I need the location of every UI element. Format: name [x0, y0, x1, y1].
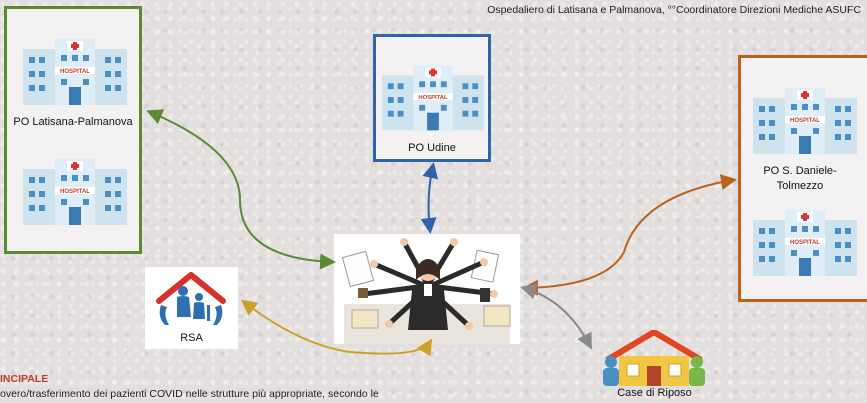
section-title: INCIPALE: [0, 373, 49, 385]
po-latisana-label: PO Latisana-Palmanova: [13, 116, 133, 128]
arrow-udine: [420, 162, 439, 234]
rsa-label: RSA: [180, 332, 203, 344]
arrow-case-riposo: [520, 283, 592, 350]
header-affiliation: Ospedaliero di Latisana e Palmanova, °°C…: [487, 4, 861, 16]
hospital-icon: HOSPITAL: [753, 88, 857, 154]
hospital-icon: HOSPITAL: [381, 65, 485, 131]
po-sdaniele-group: HOSPITAL PO S. Daniele-Tolmezzo HOSPITAL: [738, 55, 867, 302]
po-udine-label: PO Udine: [408, 142, 456, 154]
section-text: overo/trasferimento dei pazienti COVID n…: [0, 388, 379, 400]
arrow-latisana: [146, 109, 336, 270]
po-sdaniele-label: PO S. Daniele-Tolmezzo: [763, 165, 837, 192]
arrow-sdaniele: [522, 174, 737, 296]
arrow-rsa: [240, 299, 433, 357]
case-riposo-node: Case di Riposo: [597, 330, 712, 400]
hospital-sign: HOSPITAL: [418, 95, 448, 101]
multitasking-person-icon: [334, 234, 520, 344]
hospital-sign: HOSPITAL: [790, 118, 820, 124]
rsa-node: RSA: [145, 267, 238, 349]
hospital-sign: HOSPITAL: [60, 69, 90, 75]
hospital-sign: HOSPITAL: [60, 189, 90, 195]
po-latisana-group: HOSPITAL PO Latisana-Palmanova HOSPITAL: [4, 6, 142, 254]
coordinator-illustration: [334, 234, 520, 344]
po-udine-group: HOSPITAL PO Udine: [373, 34, 491, 162]
hospital-icon: HOSPITAL: [23, 159, 127, 225]
hospital-icon: HOSPITAL: [753, 210, 857, 276]
elderly-care-icon: [156, 272, 226, 325]
case-riposo-label: Case di Riposo: [617, 387, 692, 399]
hospital-sign: HOSPITAL: [790, 240, 820, 246]
hospital-icon: HOSPITAL: [23, 39, 127, 105]
retirement-home-icon: [603, 330, 705, 386]
